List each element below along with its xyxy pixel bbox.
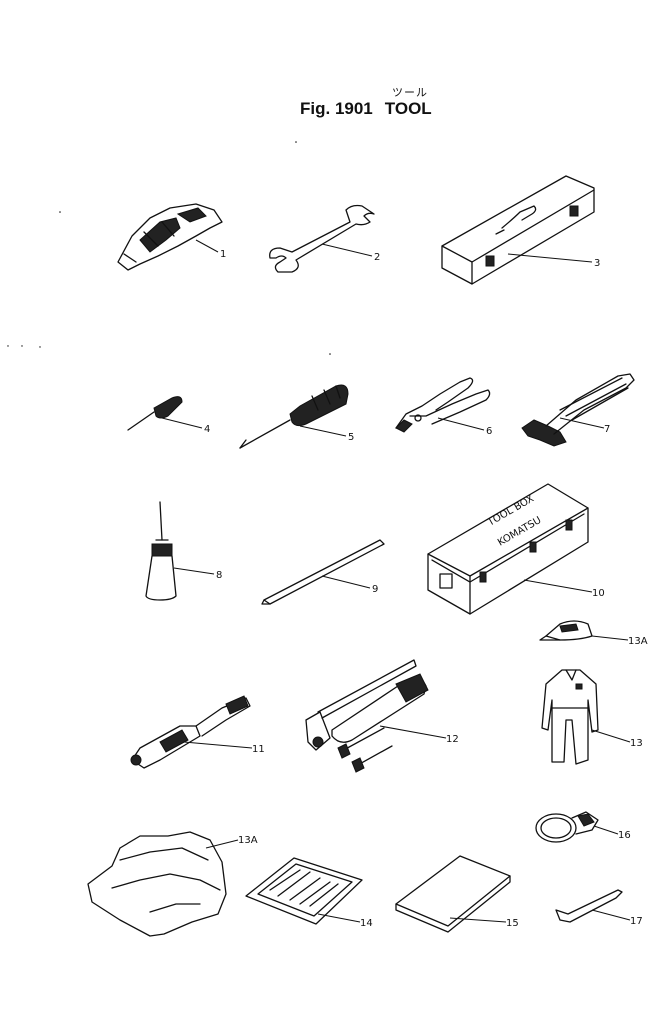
callout-7: 7	[604, 424, 610, 435]
part-16-book: 15	[395, 855, 519, 933]
part-1-wrench-set: 1	[117, 203, 226, 271]
part-7-hammer: 7	[521, 373, 635, 447]
callout-6: 6	[486, 426, 492, 437]
part-12-grease-gun: 12	[305, 659, 459, 773]
part-10-tool-box: TOOL BOX KOMATSU 10	[427, 483, 605, 615]
callout-13a: 13A	[628, 636, 648, 647]
callout-16a: 16	[618, 830, 631, 841]
callout-2: 2	[374, 252, 380, 263]
callout-11: 11	[252, 744, 265, 755]
figure-caption: TOOL	[384, 99, 432, 118]
callout-12: 12	[446, 734, 459, 745]
callout-3: 3	[594, 258, 600, 269]
part-6-pliers: 6	[395, 377, 492, 437]
figure-number: Fig. 1901	[300, 99, 373, 118]
part-11-coupler: 11	[130, 695, 265, 769]
part-5-large-screwdriver: 5	[239, 384, 354, 449]
part-8-oil-can: 8	[145, 501, 222, 601]
part-15-manual: 14	[245, 857, 373, 929]
japanese-title: ツール	[392, 86, 428, 99]
callout-8: 8	[216, 570, 222, 581]
callout-10: 10	[592, 588, 605, 599]
part-2-open-end-wrench: 2	[269, 204, 380, 273]
part-4-small-screwdriver: 4	[127, 396, 210, 435]
part-9-bar: 9	[261, 539, 385, 605]
callout-15: 14	[360, 918, 373, 929]
part-13a-cap: 13A	[539, 620, 648, 647]
part-14-cover: 13A	[87, 831, 258, 937]
callout-9: 9	[372, 584, 378, 595]
callout-4: 4	[204, 424, 210, 435]
part-13-coveralls: 13	[541, 669, 643, 765]
callout-5: 5	[348, 432, 354, 443]
callout-13: 13	[630, 738, 643, 749]
callout-1: 1	[220, 249, 226, 260]
callout-14: 13A	[238, 835, 258, 846]
part-16-filter-wrench: 16	[535, 811, 631, 843]
part-17-hex-key: 17	[555, 889, 643, 927]
callout-16b: 15	[506, 918, 519, 929]
callout-17: 17	[630, 916, 643, 927]
part-3-tool-case: 3	[441, 175, 600, 285]
scan-dots	[7, 141, 331, 355]
figure-title: Fig. 1901 TOOL	[300, 99, 432, 119]
